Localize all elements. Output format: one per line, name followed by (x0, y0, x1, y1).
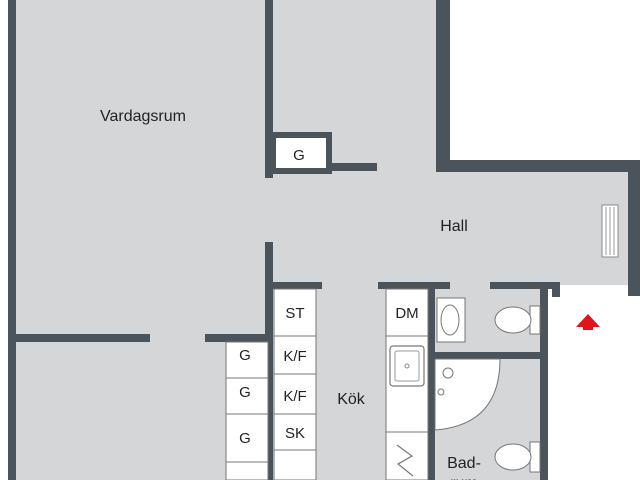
bathroom-label: Bad- (447, 455, 481, 472)
wall-counter-right (428, 285, 435, 480)
wall-hall-top (436, 160, 640, 172)
fridge-freezer-label-2: K/F (283, 388, 306, 405)
wall-counter-top (378, 282, 450, 289)
wall-wc-right (540, 285, 548, 480)
wall-outer-left (8, 0, 16, 480)
closet-label-2: G (239, 384, 251, 401)
wc-sink (440, 304, 460, 336)
pantry-label: SK (285, 425, 305, 442)
wall-kitchen-top (270, 282, 322, 289)
hall-floor (270, 165, 630, 285)
living-room-floor (14, 0, 270, 340)
stove-symbol (396, 444, 414, 477)
entrance-arrow-icon (576, 314, 600, 327)
radiator (601, 204, 619, 258)
walls (8, 0, 640, 480)
closet-label-3: G (239, 430, 251, 447)
kitchen-label: Kök (337, 391, 366, 408)
stove-label: ST (285, 305, 304, 322)
closet-label-4: G (239, 477, 251, 480)
wall-wc-bath-divider (434, 352, 544, 359)
kitchen-counter: DM (385, 288, 429, 480)
wall-living-right-upper (265, 0, 273, 178)
bathroom-fixtures (434, 358, 541, 473)
closet-label-1: G (239, 347, 251, 364)
wall-bedroom-bottom (330, 163, 377, 171)
wall-bedroom-right (436, 0, 450, 170)
wall-living-right-lower (265, 242, 273, 480)
living-room-label: Vardagsrum (100, 108, 186, 125)
kitchen-sink (389, 345, 425, 387)
fridge-freezer-label-1: K/F (283, 348, 306, 365)
wc-fixtures (436, 297, 541, 343)
bathroom-label-cont: rum (450, 475, 478, 480)
hall-label: Hall (440, 218, 468, 235)
bath-toilet (494, 443, 532, 471)
wc-toilet (494, 306, 532, 334)
hall-closet-box (270, 132, 332, 174)
hall-closet: G (270, 132, 332, 174)
wall-living-bottom-left (14, 334, 150, 342)
floor-areas (14, 0, 630, 480)
wall-hall-right (628, 160, 640, 296)
wall-wc-top (490, 282, 560, 289)
wall-living-bottom-right (205, 334, 273, 342)
kitchen-appliances: ST K/F K/F SK (273, 288, 317, 480)
wall-entry-right (552, 285, 560, 297)
closet-column: G G G G (225, 341, 269, 480)
dishwasher-label: DM (395, 305, 418, 322)
hall-closet-inner (276, 138, 326, 168)
hall-closet-label: G (293, 147, 305, 164)
